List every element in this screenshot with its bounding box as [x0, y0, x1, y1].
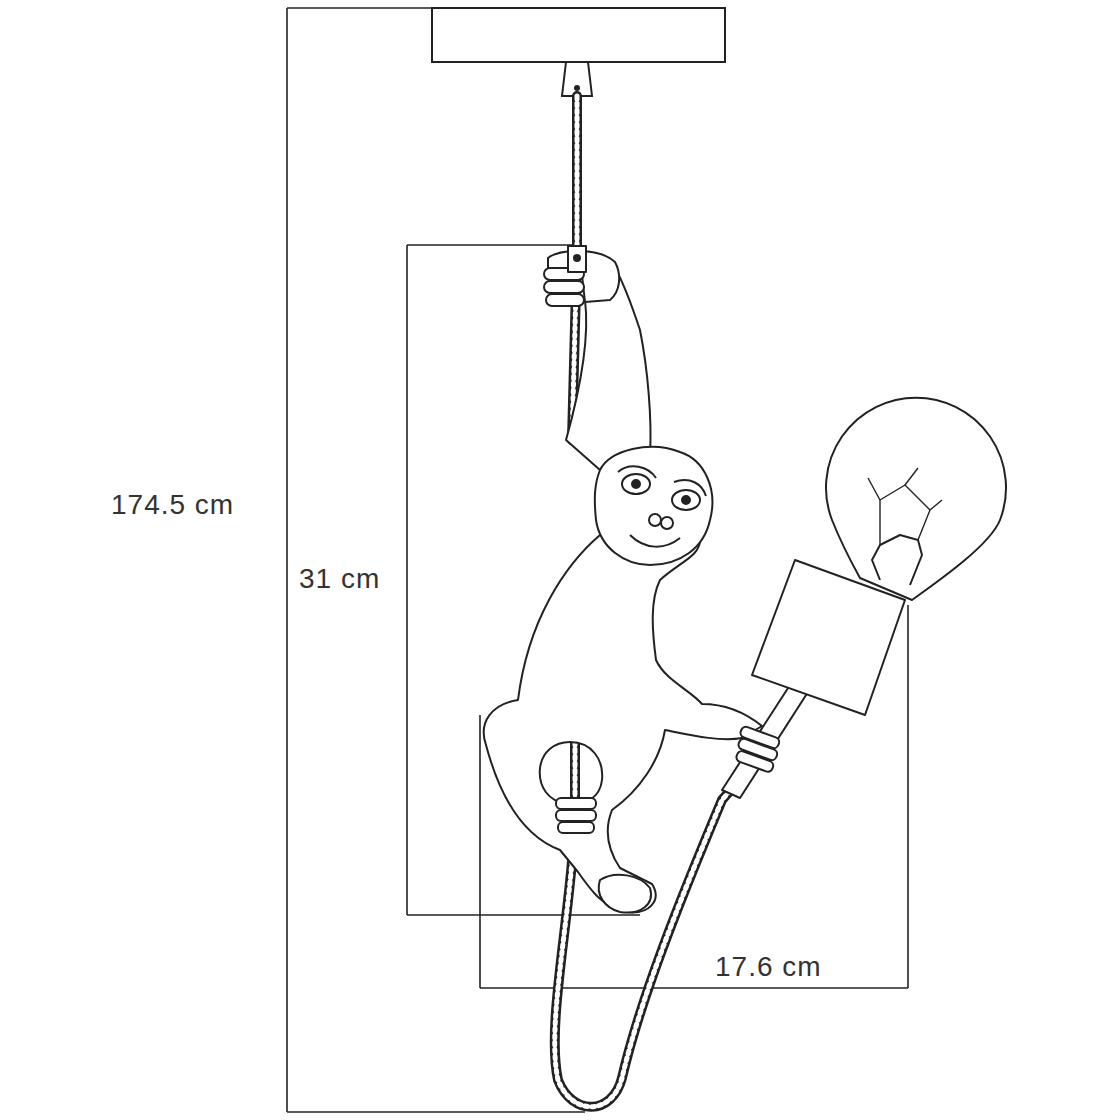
cord-grip — [562, 62, 592, 96]
ceiling-rose — [432, 8, 725, 62]
dimension-label: 174.5 cm — [108, 490, 237, 521]
monkey-figure — [484, 246, 762, 913]
bulb-and-socket — [722, 398, 1006, 798]
dimension-lines — [287, 8, 908, 1112]
dimension-label: 31 cm — [296, 564, 383, 595]
dimension-label: 17.6 cm — [712, 952, 825, 983]
